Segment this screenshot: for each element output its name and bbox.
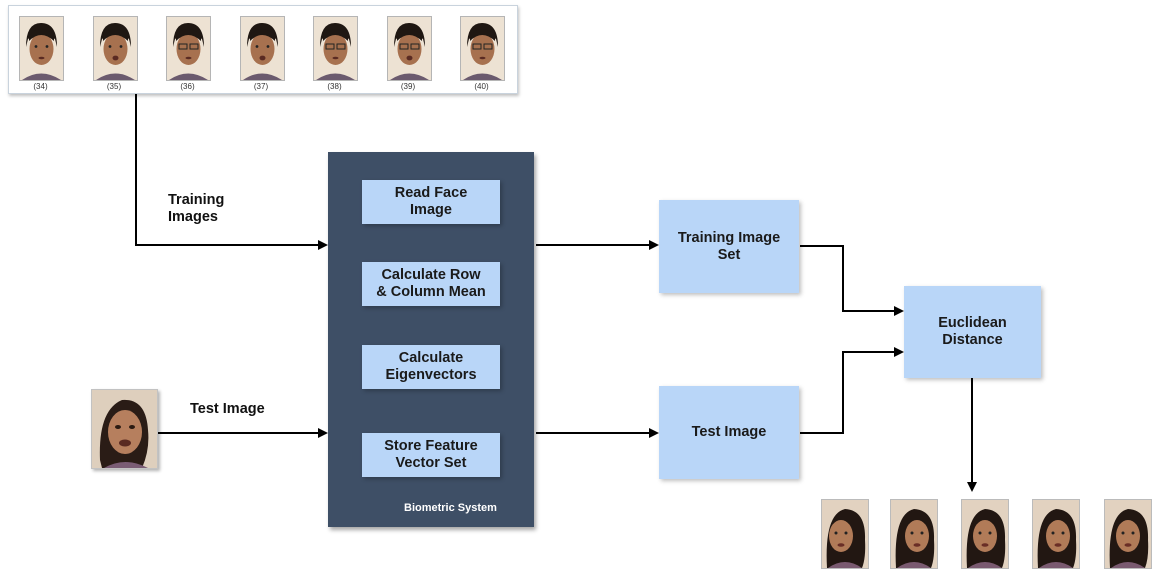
training-face-label: (36) bbox=[180, 82, 195, 91]
test-image-photo bbox=[91, 389, 158, 469]
step-calculate-eigenvectors: Calculate Eigenvectors bbox=[362, 345, 500, 389]
training-face-label: (39) bbox=[400, 82, 416, 91]
training-face-thumb bbox=[166, 16, 211, 81]
training-face-label: (38) bbox=[327, 82, 342, 91]
training-face-label: (40) bbox=[474, 82, 489, 91]
training-face-thumb bbox=[92, 16, 138, 81]
test-image-box: Test Image bbox=[659, 386, 799, 479]
training-images-label: Training Images bbox=[168, 192, 225, 225]
training-face-thumb bbox=[19, 16, 64, 81]
step-read-face-image: Read Face Image bbox=[362, 180, 500, 224]
training-face-thumb bbox=[239, 16, 285, 81]
result-face-1 bbox=[821, 499, 869, 569]
result-face-5 bbox=[1104, 499, 1152, 569]
training-face-thumb bbox=[460, 16, 505, 81]
training-images-strip: (34) (35) (36) (37) (38) (39) (40) bbox=[8, 5, 518, 94]
test-image-to-euclidean-arrow bbox=[800, 347, 904, 434]
test-image-input-label: Test Image bbox=[190, 401, 265, 417]
biometric-system-panel: Read Face Image Calculate Row & Column M… bbox=[328, 152, 534, 527]
training-face-label: (37) bbox=[253, 82, 269, 91]
result-face-2 bbox=[890, 499, 938, 569]
training-face-label: (34) bbox=[33, 82, 48, 91]
biometric-system-title: Biometric System bbox=[404, 502, 497, 514]
result-face-3 bbox=[961, 499, 1009, 569]
step-calculate-row-column-mean: Calculate Row & Column Mean bbox=[362, 262, 500, 306]
training-face-label: (35) bbox=[106, 82, 122, 91]
training-set-to-euclidean-arrow bbox=[800, 245, 904, 316]
euclidean-distance-box: Euclidean Distance bbox=[904, 286, 1041, 378]
training-face-thumb bbox=[313, 16, 358, 81]
result-face-4 bbox=[1032, 499, 1080, 569]
training-face-thumb bbox=[386, 16, 432, 81]
training-image-set-box: Training Image Set bbox=[659, 200, 799, 293]
training-images-arrow bbox=[135, 92, 328, 250]
step-store-feature-vector-set: Store Feature Vector Set bbox=[362, 433, 500, 477]
